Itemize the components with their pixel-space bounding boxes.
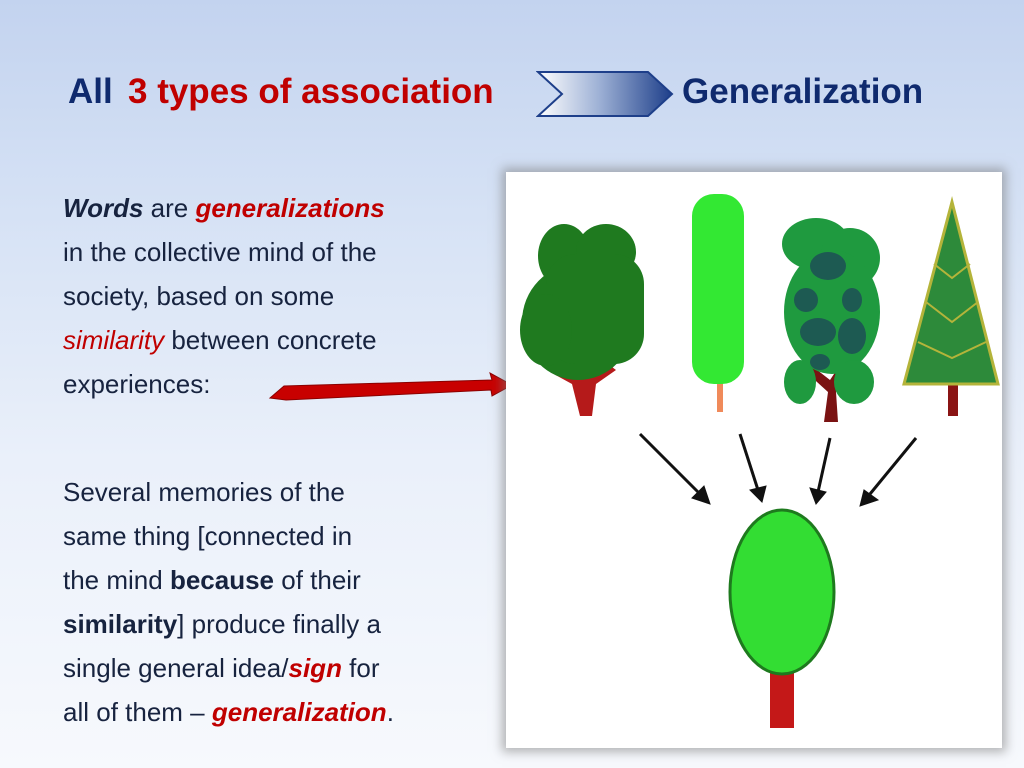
text-segment: Words <box>63 193 144 223</box>
memories-paragraph: Several memories of the same thing [conne… <box>63 470 503 734</box>
text-segment: similarity <box>63 609 178 639</box>
text-segment: sign <box>288 653 342 683</box>
paragraph-line: single general idea/sign for <box>63 646 503 690</box>
text-segment: between concrete <box>164 325 377 355</box>
black-arrow-icon <box>638 432 711 505</box>
paragraph-line: all of them – generalization. <box>63 690 503 734</box>
black-arrow-icon <box>738 433 767 503</box>
tree-icon <box>902 196 1000 416</box>
text-segment: . <box>386 697 394 727</box>
text-segment: for <box>341 653 380 683</box>
tree-icon <box>692 194 744 412</box>
red-pointer-arrow-icon <box>268 371 514 401</box>
paragraph-line: similarity between concrete <box>63 318 503 362</box>
text-segment: because <box>169 565 275 595</box>
text-segment: society, based on some <box>63 281 335 311</box>
paragraph-line: experiences: <box>63 362 503 406</box>
title-prefix: All <box>68 72 113 111</box>
paragraph-line: Several memories of the <box>63 470 503 514</box>
text-segment: experiences: <box>63 369 211 399</box>
tree-icon <box>520 224 644 416</box>
text-segment: ] produce finally a <box>177 609 381 639</box>
words-paragraph: Words are generalizations in the collecti… <box>63 186 503 406</box>
slide-title: All 3 types of association Generalizatio… <box>0 72 1024 122</box>
text-segment: the mind <box>63 565 170 595</box>
title-result: Generalization <box>682 72 924 111</box>
text-segment: of their <box>274 565 361 595</box>
text-segment: generalizations <box>195 193 385 223</box>
text-segment: generalization <box>211 697 387 727</box>
paragraph-line: similarity] produce finally a <box>63 602 503 646</box>
text-segment: similarity <box>63 325 165 355</box>
paragraph-line: same thing [connected in <box>63 514 503 558</box>
paragraph-line: society, based on some <box>63 274 503 318</box>
title-highlight: 3 types of association <box>128 72 494 111</box>
paragraph-line: Words are generalizations <box>63 186 503 230</box>
chevron-arrow-icon <box>536 71 674 117</box>
paragraph-line: the mind because of their <box>63 558 503 602</box>
tree-icon <box>782 218 880 422</box>
text-segment: in the collective mind of the <box>63 237 377 267</box>
trees-illustration <box>506 172 1002 748</box>
text-segment: all of them – <box>63 697 212 727</box>
text-segment: are <box>143 193 196 223</box>
text-segment: Several memories of the <box>63 477 345 507</box>
black-arrow-icon <box>809 437 832 505</box>
paragraph-line: in the collective mind of the <box>63 230 503 274</box>
tree-icon <box>728 508 836 728</box>
text-segment: same thing [connected in <box>63 521 353 551</box>
text-segment: single general idea/ <box>63 653 289 683</box>
black-arrow-icon <box>859 437 918 507</box>
